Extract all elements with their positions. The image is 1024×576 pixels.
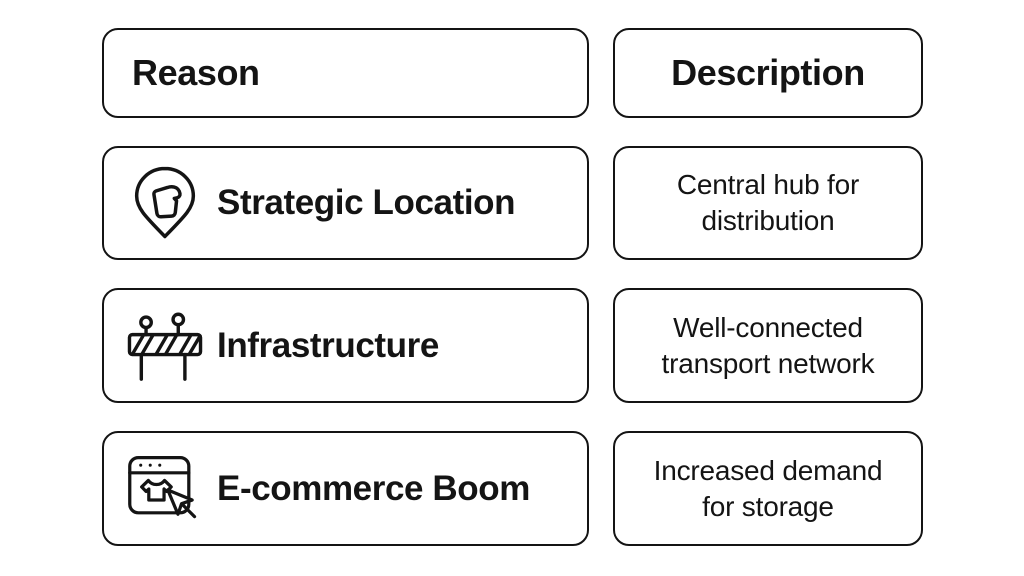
description-text: Well-connected transport network [661, 311, 875, 379]
table-row-reason-infrastructure: Infrastructure [102, 288, 589, 403]
reason-header-cell: Reason [102, 28, 589, 118]
reason-label: E-commerce Boom [217, 468, 530, 508]
reason-label: Infrastructure [217, 325, 439, 365]
reason-label: Strategic Location [217, 183, 516, 222]
table-row-reason-strategic-location: Strategic Location [102, 146, 589, 260]
table-row-description-ecommerce-boom: Increased demand for storage [613, 431, 923, 546]
table-grid: Reason Description Strategic Location Ce… [102, 28, 923, 546]
description-text: Increased demand for storage [653, 454, 883, 522]
reason-header-label: Reason [132, 52, 260, 93]
table-row-description-infrastructure: Well-connected transport network [613, 288, 923, 403]
description-header-cell: Description [613, 28, 923, 118]
table-row-reason-ecommerce-boom: E-commerce Boom [102, 431, 589, 546]
table-row-description-strategic-location: Central hub for distribution [613, 146, 923, 260]
ecommerce-browser-icon [122, 449, 208, 529]
description-header-label: Description [671, 52, 865, 93]
location-pin-icon [122, 165, 208, 241]
construction-barrier-icon [122, 310, 208, 382]
description-text: Central hub for distribution [676, 169, 860, 236]
